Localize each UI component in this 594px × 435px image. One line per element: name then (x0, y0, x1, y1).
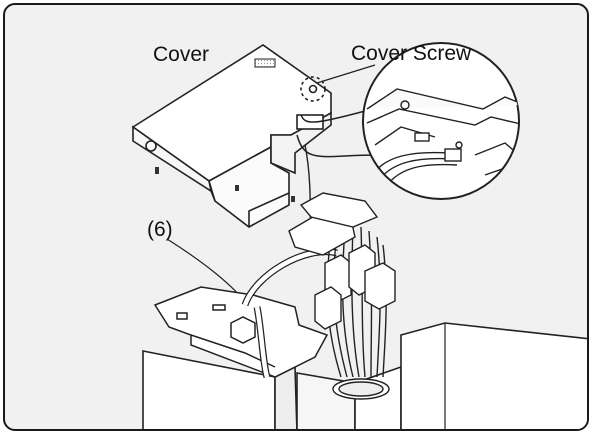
assembly-illustration (5, 5, 589, 431)
vent-slot-icon (255, 59, 275, 67)
magnified-detail (363, 43, 525, 199)
connector-bundle (289, 193, 395, 399)
label-cover: Cover (153, 44, 209, 65)
cover-part (133, 45, 331, 227)
label-cover-screw: Cover Screw (351, 43, 471, 64)
cover-screw-hole (146, 141, 156, 151)
label-harness-6: (6) (147, 219, 173, 240)
diagram-frame: Cover Cover Screw (6) (3, 3, 589, 431)
